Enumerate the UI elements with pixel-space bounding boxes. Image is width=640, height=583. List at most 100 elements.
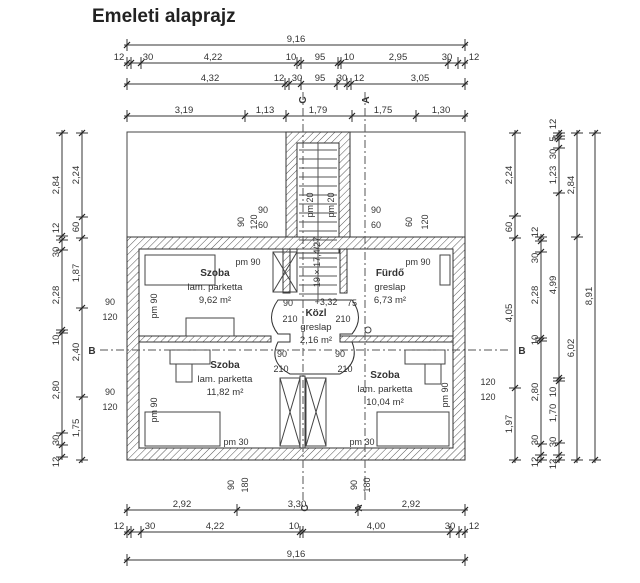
stair-treads	[299, 143, 337, 300]
dimension-label: 30	[530, 253, 541, 264]
dimension-tick	[455, 528, 463, 536]
dimension-label: 4,32	[201, 73, 220, 84]
section-marker-a: A	[354, 504, 365, 511]
dimension-tick	[123, 112, 131, 120]
dimension-tick	[58, 429, 66, 437]
dimension-tick	[58, 236, 66, 244]
dimension-label: 2,80	[530, 383, 541, 402]
dimension-tick	[58, 246, 66, 254]
dimension-label: 30	[145, 521, 156, 532]
dimension-label: 9,16	[287, 549, 306, 560]
window-label: 90	[258, 205, 268, 215]
door-width: 90	[277, 349, 287, 359]
dimension-tick	[446, 528, 454, 536]
room-floor: lam. parketta	[358, 384, 414, 395]
dimension-label: 1,70	[548, 404, 559, 423]
dimension-label: 30	[51, 247, 62, 258]
window-label: 90	[105, 387, 115, 397]
dimension-tick	[555, 129, 563, 137]
window-label: 120	[480, 377, 495, 387]
dimension-label: 12	[51, 457, 62, 468]
dimension-tick	[137, 59, 145, 67]
room-name: Szoba	[210, 360, 240, 371]
dimension-label: 12	[114, 521, 125, 532]
room-name: Közl	[305, 308, 326, 319]
dimension-label: 1,87	[71, 264, 82, 283]
dimension-tick	[123, 556, 131, 564]
window-label: 120	[102, 402, 117, 412]
dimension-tick	[511, 456, 519, 464]
room-floor: lam. parketta	[188, 282, 244, 293]
dimension-tick	[354, 506, 362, 514]
dimension-tick	[461, 41, 469, 49]
door-width: 75	[347, 298, 357, 308]
dimension-label: 4,05	[504, 304, 515, 323]
dimension-label: 2,24	[504, 166, 515, 185]
section-marker-a: A	[361, 96, 372, 103]
section-marker-c: C	[300, 504, 311, 511]
door-height: 210	[335, 314, 350, 324]
building-outline	[126, 131, 466, 461]
dimension-label: 10	[548, 387, 559, 398]
window-label: pm 90	[149, 293, 159, 318]
dimension-tick	[461, 112, 469, 120]
section-marker-c: C	[298, 96, 309, 103]
dimension-tick	[58, 453, 66, 461]
dimension-label: 12	[548, 119, 559, 130]
dimension-tick	[555, 144, 563, 152]
dimension-tick	[281, 80, 289, 88]
dimension-label: 30	[337, 73, 348, 84]
dimension-tick	[123, 41, 131, 49]
dimension-label: 3,30	[288, 499, 307, 510]
dimension-tick	[537, 456, 545, 464]
dimension-tick	[78, 213, 86, 221]
room-area: 9,62 m²	[199, 295, 231, 306]
hall-area	[271, 299, 359, 375]
dimension-label: 3,05	[411, 73, 430, 84]
room-area: 2,16 m²	[300, 335, 332, 346]
dimension-label: 2,92	[402, 499, 421, 510]
dimension-tick	[282, 112, 290, 120]
dimension-tick	[78, 234, 86, 242]
dimension-tick	[78, 129, 86, 137]
room-area: 6,73 m²	[374, 295, 406, 306]
dimension-tick	[461, 528, 469, 536]
dimension-label: 2,92	[173, 499, 192, 510]
section-lines	[100, 92, 510, 500]
dimension-label: 2,80	[51, 381, 62, 400]
dimension-tick	[293, 59, 301, 67]
dimension-tick	[511, 129, 519, 137]
dimension-tick	[555, 451, 563, 459]
window-label: 60	[404, 217, 414, 227]
dimension-label: 2,28	[51, 286, 62, 305]
dimension-label: 2,84	[51, 176, 62, 195]
dimension-tick	[461, 506, 469, 514]
dimension-label: 1,79	[309, 105, 328, 116]
dimension-label: 60	[504, 222, 515, 233]
stair-label: 19 × 17,4/27	[312, 237, 322, 287]
dimension-tick	[511, 212, 519, 220]
dimension-label: 30	[530, 435, 541, 446]
dimension-tick	[511, 234, 519, 242]
section-marker-b: B	[518, 346, 525, 357]
room-floor: greslap	[374, 282, 405, 293]
window-label: pm 90	[405, 257, 430, 267]
dimension-label: 95	[315, 52, 326, 63]
dimension-tick	[78, 393, 86, 401]
dimension-tick	[555, 456, 563, 464]
dimension-label: 30	[548, 149, 559, 160]
dimension-tick	[537, 451, 545, 459]
dimension-label: 2,24	[71, 166, 82, 185]
dimension-label: 30	[292, 73, 303, 84]
dimension-tick	[78, 456, 86, 464]
dimension-tick	[241, 112, 249, 120]
dimension-tick	[58, 329, 66, 337]
dimension-tick	[233, 506, 241, 514]
dimension-label: 30	[442, 52, 453, 63]
dimension-label: 12	[274, 73, 285, 84]
window-label: 120	[249, 214, 259, 229]
dimension-tick	[123, 506, 131, 514]
dimension-tick	[123, 59, 131, 67]
dimension-label: 4,00	[367, 521, 386, 532]
wardrobes	[272, 251, 327, 447]
